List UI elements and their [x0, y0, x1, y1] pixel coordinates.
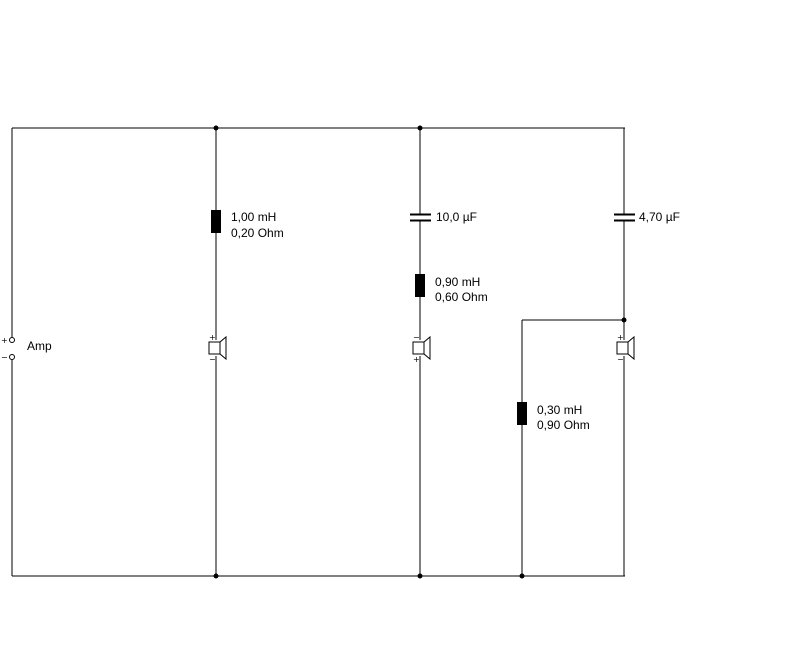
amp-plus-sign: +: [1, 336, 8, 345]
woofer-speaker-icon: [208, 335, 227, 361]
mid-speaker-bottom-sign: +: [413, 355, 420, 364]
junction-node: [213, 573, 219, 579]
woofer-branch: 1,00 mH 0,20 Ohm + −: [208, 128, 284, 576]
mid-inductor-value: 0,90 mH: [435, 275, 480, 289]
mid-inductor: [415, 274, 425, 297]
mid-capacitor: [410, 213, 431, 222]
mid-inductor-resistance: 0,60 Ohm: [435, 290, 488, 304]
mid-branch: 10,0 µF 0,90 mH 0,60 Ohm − +: [410, 128, 488, 576]
junction-node: [417, 125, 423, 131]
tweeter-capacitor-value: 4,70 µF: [639, 210, 680, 224]
woofer-inductor: [211, 210, 221, 233]
mid-speaker-icon: [412, 335, 431, 361]
tweeter-capacitor: [614, 213, 635, 222]
mid-speaker-top-sign: −: [413, 333, 420, 342]
amp-source: + − Amp: [1, 128, 52, 576]
junction-node: [417, 573, 423, 579]
junction-node: [213, 125, 219, 131]
junction-node: [621, 317, 627, 323]
junction-node: [519, 573, 525, 579]
junction-nodes: [213, 125, 627, 579]
tweeter-speaker-plus: +: [617, 333, 624, 342]
tweeter-speaker-minus: −: [617, 355, 624, 364]
amp-minus-sign: −: [1, 353, 8, 362]
woofer-speaker-minus: −: [209, 355, 216, 364]
tweeter-shunt-branch: 0,30 mH 0,90 Ohm: [517, 319, 624, 576]
woofer-speaker-plus: +: [209, 333, 216, 342]
tweeter-speaker-icon: [616, 335, 635, 361]
tweeter-branch: 4,70 µF + −: [614, 128, 680, 576]
tweeter-inductor-resistance: 0,90 Ohm: [537, 418, 590, 432]
mid-capacitor-value: 10,0 µF: [436, 210, 477, 224]
tweeter-inductor-value: 0,30 mH: [537, 403, 582, 417]
amp-minus-terminal: [9, 354, 15, 360]
woofer-inductor-value: 1,00 mH: [231, 210, 276, 224]
amp-plus-terminal: [9, 337, 15, 343]
woofer-inductor-resistance: 0,20 Ohm: [231, 226, 284, 240]
tweeter-inductor: [517, 402, 527, 425]
amp-label: Amp: [27, 339, 52, 353]
